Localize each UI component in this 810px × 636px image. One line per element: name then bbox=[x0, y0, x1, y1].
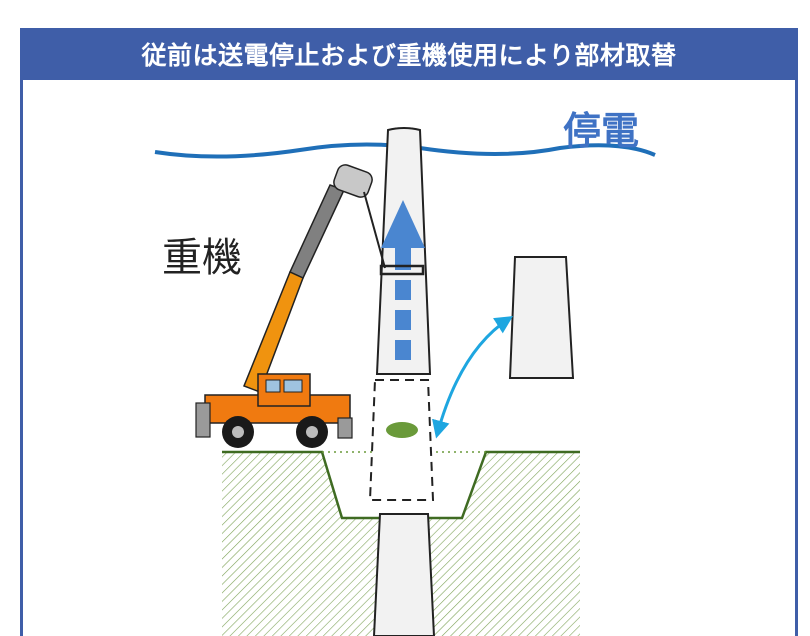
pole-section-disc bbox=[386, 422, 418, 438]
crane-cab-window bbox=[265, 379, 281, 393]
frame-border-right bbox=[795, 80, 798, 636]
frame-border-left bbox=[20, 80, 23, 636]
new-pole-segment bbox=[508, 256, 575, 379]
heavy-machinery-label: 重機 bbox=[162, 235, 242, 281]
crane-wheel-rear-hub bbox=[306, 426, 318, 438]
power-outage-label: 停電 bbox=[563, 109, 640, 153]
pole-lower-segment bbox=[372, 513, 436, 636]
crane-cab-window-2 bbox=[283, 379, 303, 393]
crane-boom-head bbox=[333, 164, 373, 198]
crane-boom-upper bbox=[289, 184, 346, 279]
arrow-head bbox=[381, 200, 425, 248]
header-title: 従前は送電停止および重機使用により部材取替 bbox=[20, 28, 798, 80]
swap-curved-arrow bbox=[432, 316, 514, 439]
crane-outrigger-left bbox=[195, 402, 211, 438]
arrow-dash-1 bbox=[395, 340, 411, 360]
crane-hook-block bbox=[379, 264, 425, 276]
removed-segment-outline bbox=[368, 379, 435, 501]
arrow-dash-2 bbox=[395, 310, 411, 330]
crane-outrigger-right bbox=[337, 417, 353, 439]
crane-wheel-front-hub bbox=[232, 426, 244, 438]
crane-icon bbox=[195, 164, 425, 448]
crane-cable bbox=[363, 191, 386, 269]
arrow-dash-3 bbox=[395, 280, 411, 300]
